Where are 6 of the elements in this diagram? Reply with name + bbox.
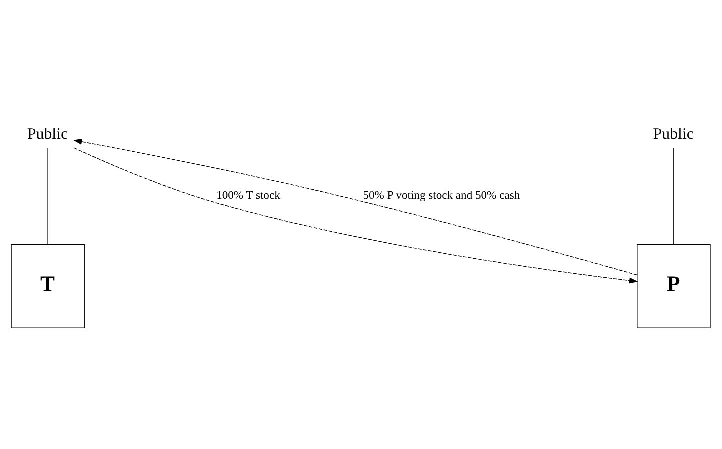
node-text: Public xyxy=(653,125,694,142)
node-box: P xyxy=(637,244,711,328)
edge-label: 50% P voting stock and 50% cash xyxy=(363,188,520,202)
edge-label: 100% T stock xyxy=(216,188,280,202)
node-box: T xyxy=(11,244,85,328)
node-text: Public xyxy=(27,125,68,142)
